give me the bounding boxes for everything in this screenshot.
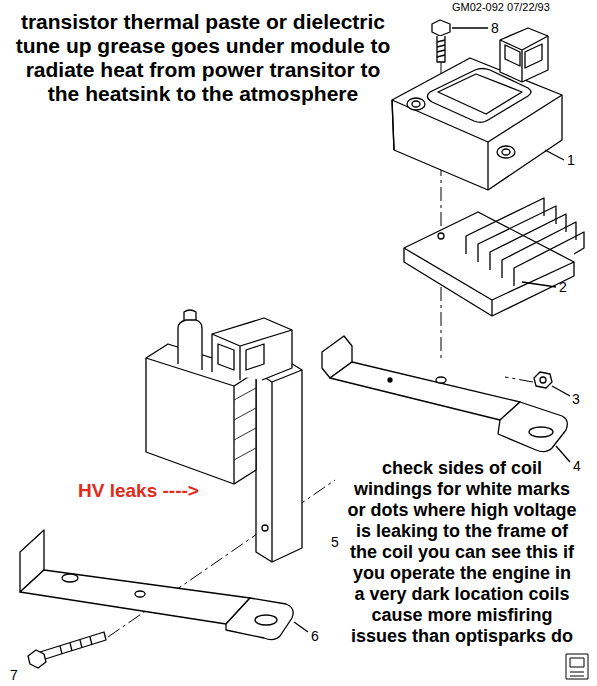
publisher-logo: [570, 676, 584, 677]
callout-number: 2: [559, 279, 567, 296]
heatsink: [522, 282, 556, 287]
nut: [540, 377, 546, 383]
bolt: [28, 650, 46, 668]
heatsink: [514, 232, 584, 286]
coil-bracket: [20, 530, 308, 640]
ignition-coil: [178, 320, 202, 370]
callout-number: 5: [331, 534, 339, 551]
heatsink: [502, 222, 576, 278]
note-text: check sides of coil windings for white m…: [346, 458, 578, 647]
heatsink: [438, 233, 444, 239]
publisher-logo: [566, 654, 588, 679]
ignition-module: [407, 98, 425, 110]
callout-number: 1: [567, 152, 575, 169]
ignition-coil: [234, 408, 256, 420]
nut: [534, 372, 570, 396]
ignition-module: [497, 146, 515, 158]
center-line: [505, 377, 533, 382]
coil-bracket: [135, 591, 145, 597]
coil-bracket: [20, 570, 250, 624]
ignition-module: [392, 58, 562, 190]
heatsink: [466, 198, 584, 286]
nut: [552, 386, 570, 396]
ignition-coil: [212, 330, 292, 380]
bolt: [28, 632, 106, 668]
publisher-logo: [566, 654, 588, 679]
ignition-coil: [234, 388, 256, 400]
note-text: transistor thermal paste or dielectric t…: [14, 10, 392, 106]
heatsink: [404, 212, 574, 316]
drawing-code: GM02-092 07/22/93: [452, 1, 550, 14]
coil-bracket: [255, 615, 277, 625]
ignition-coil: [218, 344, 264, 370]
coil-bracket: [62, 574, 78, 582]
screw: [437, 40, 445, 57]
module-bracket: [498, 402, 567, 452]
ignition-module: [502, 149, 510, 155]
screw: [432, 20, 450, 62]
ignition-module: [505, 44, 542, 68]
module-bracket: [322, 336, 570, 462]
ignition-coil: [234, 428, 256, 440]
ignition-coil: [234, 448, 256, 460]
nut: [534, 372, 552, 388]
callout-number: 7: [10, 667, 18, 684]
ignition-module: [412, 101, 420, 107]
leader-line: [452, 27, 488, 28]
callout-number: 4: [573, 458, 581, 475]
bolt: [40, 632, 106, 660]
screw: [437, 36, 445, 62]
callout-number: 6: [311, 628, 319, 645]
ignition-coil: [146, 310, 302, 562]
module-bracket: [388, 378, 392, 382]
ignition-module: [500, 28, 548, 82]
heatsink: [404, 248, 574, 316]
ignition-coil: [256, 360, 302, 562]
coil-bracket: [294, 622, 308, 632]
ignition-coil: [256, 370, 302, 562]
module-bracket: [330, 362, 520, 420]
bolt: [60, 637, 92, 654]
module-bracket: [556, 446, 570, 462]
screw: [432, 20, 450, 36]
module-bracket: [436, 377, 446, 383]
coil-bracket: [226, 598, 293, 640]
publisher-logo: [570, 658, 584, 667]
ignition-module: [500, 36, 548, 82]
ignition-coil: [262, 525, 268, 531]
ignition-module: [438, 74, 522, 114]
ignition-coil: [184, 310, 196, 320]
ignition-coil: [212, 318, 292, 380]
heatsink: [404, 198, 584, 316]
warning-label: HV leaks ---->: [78, 479, 199, 502]
callout-number: 8: [491, 20, 499, 37]
ignition-coil: [234, 388, 256, 460]
publisher-logo: [570, 672, 584, 673]
ignition-module: [392, 28, 564, 190]
callout-number: 3: [572, 391, 580, 408]
heatsink: [466, 198, 544, 254]
module-bracket: [529, 427, 553, 437]
ignition-module: [545, 150, 564, 160]
